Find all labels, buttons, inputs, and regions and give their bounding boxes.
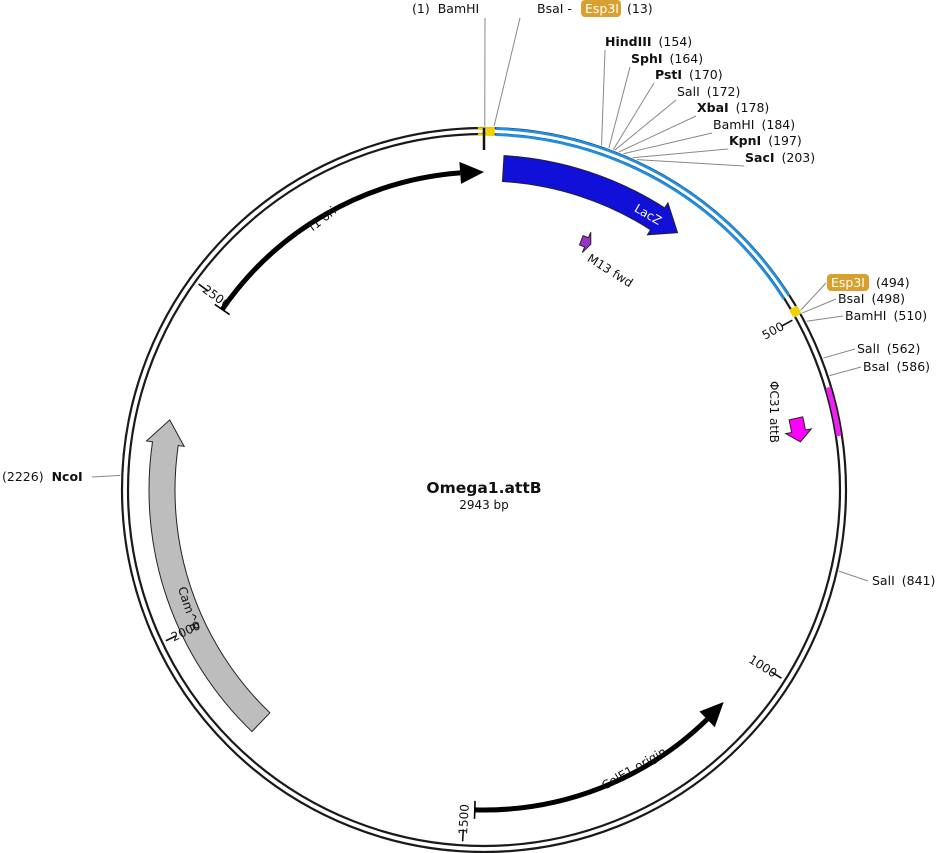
site-leader-line xyxy=(623,132,713,155)
esp3i-badge-label: Esp3I xyxy=(585,1,619,16)
site-leader-line xyxy=(800,282,827,311)
site-leader-line xyxy=(801,298,837,314)
plasmid-length: 2943 bp xyxy=(459,498,509,512)
site-leader-line xyxy=(493,17,521,127)
site-label-sali-172: SalI(172) xyxy=(677,84,740,99)
site-label-psti-170: PstI(170) xyxy=(655,67,723,82)
site-label-bamhi-184: BamHI(184) xyxy=(713,117,795,132)
feature-arrow-head xyxy=(699,702,724,728)
site-label-bamhi-510: BamHI(510) xyxy=(845,308,927,323)
site-label-xbai-178: XbaI(178) xyxy=(697,100,769,115)
site-leader-line xyxy=(618,115,697,153)
esp3i-badge xyxy=(827,274,869,291)
site-leader-line xyxy=(608,66,631,149)
svg-text:(13): (13) xyxy=(627,1,653,16)
site-leader-line xyxy=(838,570,869,582)
backbone-bands xyxy=(477,127,842,437)
svg-text:(494): (494) xyxy=(876,275,910,290)
site-label-sali-562: SalI(562) xyxy=(857,341,920,356)
tick-mark xyxy=(781,319,793,327)
feature-arrow-shape xyxy=(784,416,813,443)
feature--c31-attb xyxy=(784,416,813,443)
feature-arrow-shape xyxy=(578,232,592,253)
site-leader-line xyxy=(636,159,745,167)
site-label-sali-841: SalI(841) xyxy=(872,573,935,588)
site-leader-line xyxy=(612,82,655,150)
feature-arrow-body xyxy=(474,717,709,813)
feature-label-phic31-attb: ΦC31 attB xyxy=(767,381,781,443)
site-label-saci-203: SacI(203) xyxy=(745,150,815,165)
site-label-ncoi-2226: (2226)NcoI xyxy=(2,469,83,484)
tick-mark xyxy=(198,283,209,292)
plasmid-name: Omega1.attB xyxy=(426,479,541,497)
site-leader-line xyxy=(614,99,677,151)
tick-label: 1500 xyxy=(456,804,472,835)
feature-cam-r xyxy=(145,419,271,733)
feature-label-cole1-origin: ColE1 origin xyxy=(599,744,669,792)
site-leader-lines xyxy=(91,17,869,582)
backbone-band xyxy=(495,127,790,297)
site-leader-line xyxy=(91,474,121,478)
tick-mark xyxy=(165,634,178,642)
site-label-esp3i-494: Esp3I (494) xyxy=(827,274,910,291)
site-leader-line xyxy=(632,148,729,159)
feature-cole1-origin xyxy=(473,702,724,819)
site-leader-line xyxy=(823,348,856,359)
feature-arrow-shape xyxy=(501,155,679,236)
feature-f1-ori xyxy=(214,161,484,316)
tick-label: 1000 xyxy=(746,652,779,680)
site-label-bsai-498: BsaI(498) xyxy=(838,291,905,306)
attb-backbone-band xyxy=(825,386,842,437)
tick-mark xyxy=(461,829,465,842)
feature-lacz xyxy=(501,155,679,236)
site-label-bsai-586: BsaI(586) xyxy=(863,359,930,374)
tick-label: 2500 xyxy=(200,282,233,311)
site-label-bsai-esp3i-13: BsaI - Esp3I (13) xyxy=(537,0,653,17)
site-label-bamhi-1: (1)BamHI xyxy=(412,1,479,16)
site-highlight xyxy=(789,305,802,318)
site-leader-line xyxy=(601,49,606,146)
svg-text:BsaI -: BsaI - xyxy=(537,1,572,16)
tick-label: 500 xyxy=(760,319,787,342)
site-label-kpni-197: KpnI(197) xyxy=(729,133,802,148)
site-label-sphi-164: SphI(164) xyxy=(631,51,703,66)
feature-arrow-shape xyxy=(145,419,271,733)
site-label-hindiii-154: HindIII(154) xyxy=(605,34,692,49)
feature-arrow-body xyxy=(220,170,461,311)
svg-text:Esp3I: Esp3I xyxy=(831,275,865,290)
feature-start-tick xyxy=(473,800,476,819)
esp3i-badge xyxy=(581,0,621,17)
site-leader-line xyxy=(829,366,862,377)
tick-mark xyxy=(770,671,782,679)
feature-label-m13-fwd: M13 fwd xyxy=(585,251,636,290)
backbone-band xyxy=(495,133,785,300)
feature-m13-fwd xyxy=(578,232,592,253)
feature-start-tick xyxy=(214,303,231,316)
feature-arrow-head xyxy=(459,161,484,184)
site-leader-line xyxy=(806,315,844,322)
site-labels: (1)BamHI BsaI - Esp3I (13) HindIII(154) … xyxy=(2,0,935,588)
